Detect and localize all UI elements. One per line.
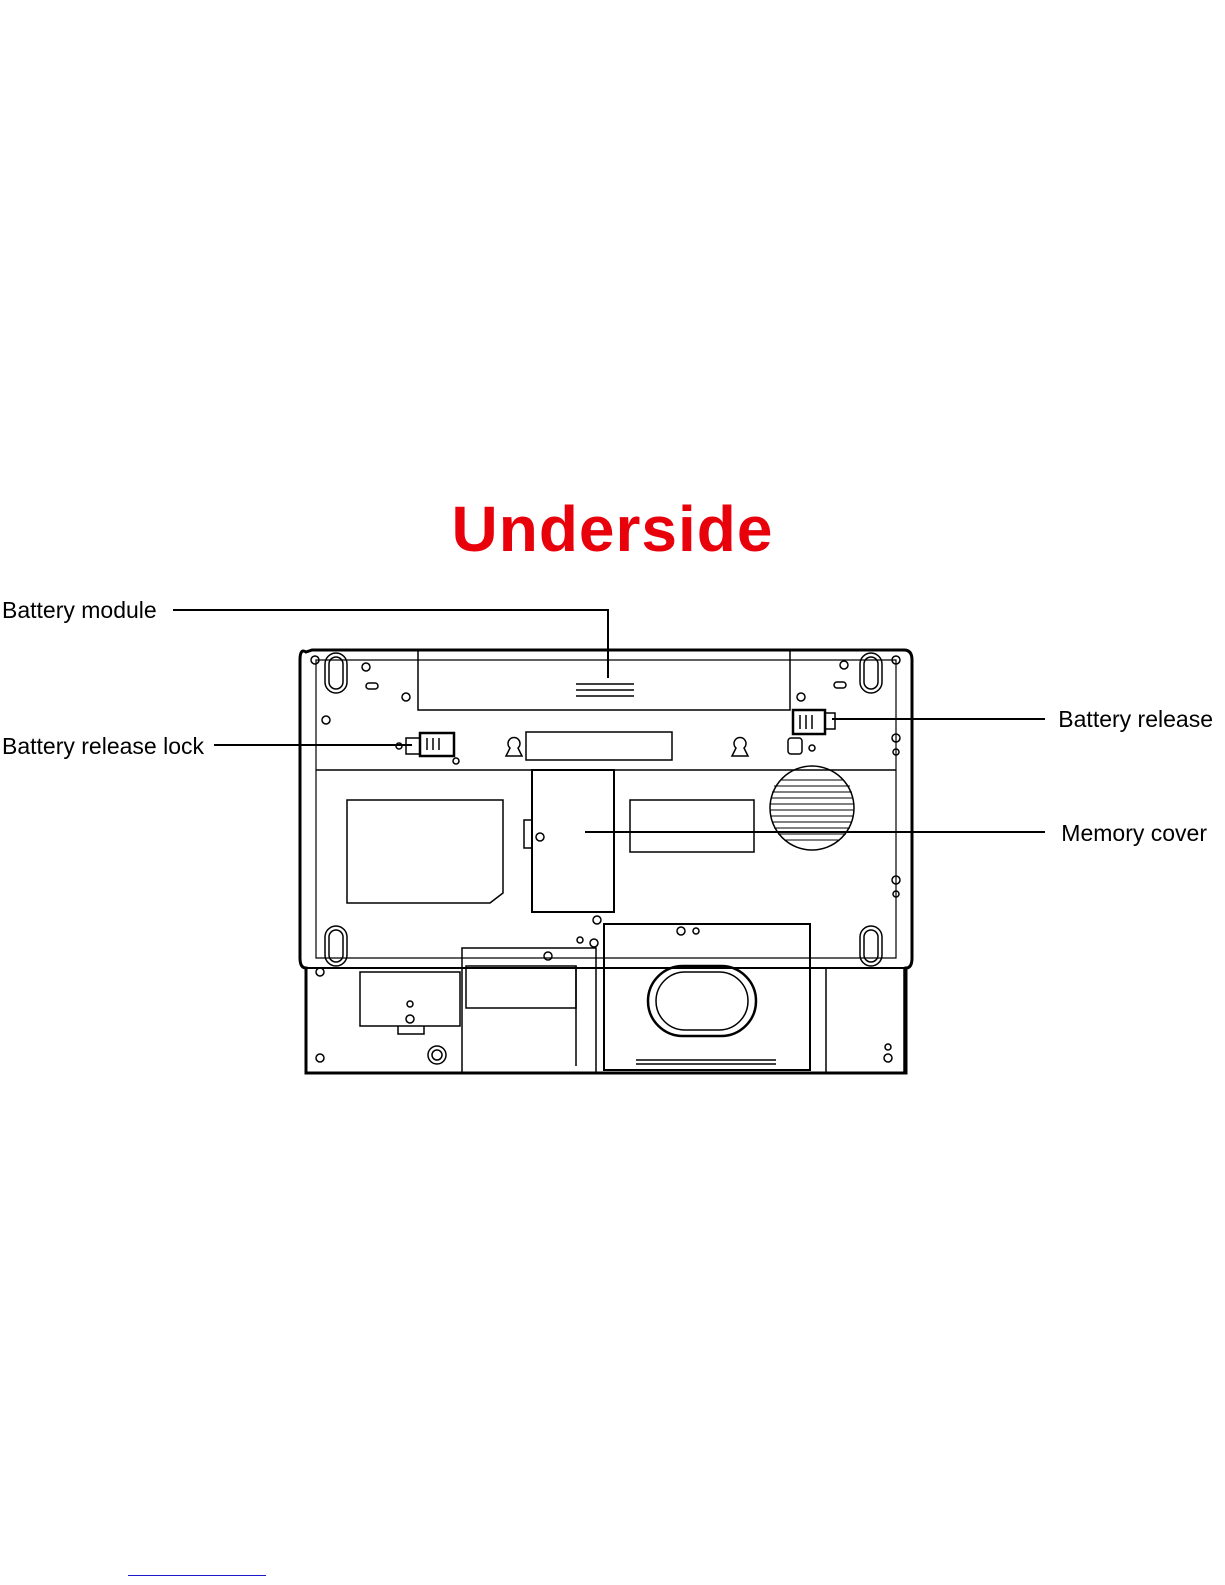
screw — [362, 663, 370, 671]
screw — [593, 916, 601, 924]
battery-module — [418, 650, 790, 710]
slot — [366, 683, 378, 689]
screw — [577, 937, 583, 943]
screw — [544, 952, 552, 960]
battery-module-leader — [173, 610, 608, 678]
keyhole-mounts — [506, 738, 748, 756]
slot — [834, 682, 846, 688]
hdd-cover-oval — [648, 966, 756, 1036]
screw — [885, 1044, 891, 1050]
screw — [316, 1054, 324, 1062]
battery-release — [788, 710, 835, 754]
screw — [316, 968, 324, 976]
rubber-foot — [864, 930, 878, 962]
battery-pack — [418, 650, 790, 710]
port-circle — [428, 1046, 446, 1064]
laptop-body-inner — [316, 660, 896, 958]
label-plate — [526, 732, 672, 760]
label-plate — [630, 800, 754, 852]
screw — [884, 1054, 892, 1062]
rubber-foot — [329, 930, 343, 962]
screw — [536, 833, 544, 841]
vent-grill — [770, 766, 854, 850]
sticker-area — [347, 800, 503, 903]
screw — [840, 661, 848, 669]
screw — [693, 928, 699, 934]
screw — [407, 1001, 413, 1007]
port-circle-inner — [432, 1050, 442, 1060]
hdd-cover-oval-inner — [656, 972, 748, 1030]
screw — [402, 693, 410, 701]
small-cover-tab — [398, 1026, 424, 1034]
leader-lines — [173, 610, 1045, 832]
screw — [406, 1015, 414, 1023]
hdd-cover — [604, 924, 810, 1070]
screw — [677, 927, 685, 935]
small-cover — [360, 972, 460, 1026]
compartment-inner — [466, 966, 576, 1008]
screw — [322, 716, 330, 724]
rubber-foot — [329, 657, 343, 689]
battery-release-lock — [396, 733, 459, 764]
screw — [797, 693, 805, 701]
laptop-body-outline — [300, 650, 912, 1073]
rubber-foot — [864, 657, 878, 689]
screw — [590, 939, 598, 947]
footer-link-underline — [128, 1575, 266, 1576]
